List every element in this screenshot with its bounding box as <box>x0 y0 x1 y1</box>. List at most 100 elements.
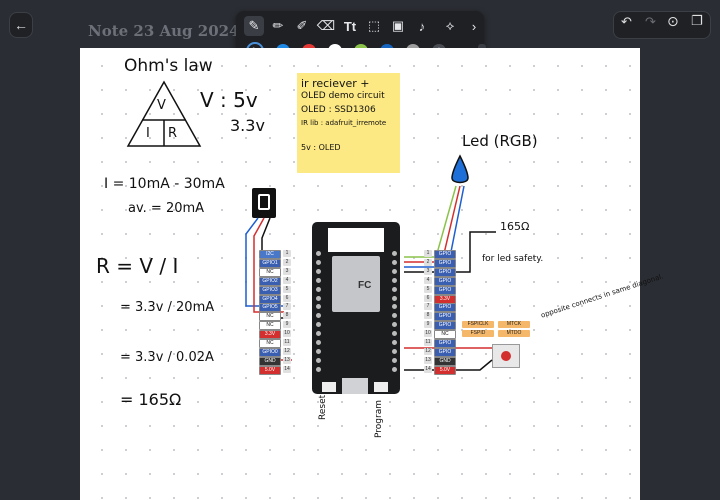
pin-label: GPIO4 <box>259 294 281 304</box>
sticky-note[interactable]: ir reciever + OLED demo circuit OLED : S… <box>297 73 400 173</box>
pen-icon[interactable]: ✎ <box>244 16 264 36</box>
spi-tag: MTCK <box>498 321 530 328</box>
pencil-icon[interactable]: ✏ <box>272 18 284 33</box>
reset-switch <box>322 382 336 392</box>
pin-header <box>316 304 321 310</box>
pages-icon[interactable]: ❐ <box>691 14 703 29</box>
pin-label: NC <box>259 339 281 348</box>
back-button[interactable]: ← <box>9 12 33 38</box>
antenna <box>328 228 384 252</box>
pin-label: GPIO3 <box>259 285 281 295</box>
program-label: Program <box>374 400 384 438</box>
voltage-line-2: 3.3v <box>230 116 265 135</box>
pin-header <box>316 357 321 363</box>
triangle-r: R <box>168 126 178 141</box>
sticky-line: IR lib : adafruit_irremote <box>301 119 387 127</box>
lasso-icon[interactable]: ⟡ <box>445 18 455 33</box>
esp32-board: FC <box>312 222 400 394</box>
pin-label: 5.0V <box>434 365 456 375</box>
pin-number: 14 <box>424 365 432 373</box>
chip-marking: FC <box>358 280 372 291</box>
pin-number: 9 <box>283 321 291 329</box>
resistance-result: = 165Ω <box>120 390 182 409</box>
pin-label: GPIO <box>434 339 456 348</box>
highlighter-icon[interactable]: ✐ <box>296 18 308 33</box>
usb-port <box>342 378 368 394</box>
pin-header <box>316 348 321 354</box>
pin-label: NC <box>259 267 281 277</box>
sticky-line: 5v : OLED <box>301 143 341 152</box>
pin-number: 13 <box>283 356 291 364</box>
pin-number: 2 <box>283 258 291 266</box>
mic-icon[interactable]: ♪ <box>418 18 426 34</box>
sticky-line: ir reciever + <box>301 77 370 90</box>
pin-label: GPIO <box>434 267 456 277</box>
resistance-formula: R = V / I <box>96 254 179 278</box>
resistance-step-1: = 3.3v / 20mA <box>120 300 215 315</box>
pin-header <box>392 331 397 337</box>
pin-label: 3.3V <box>434 294 456 304</box>
pin-label: GPIO0 <box>259 347 281 357</box>
select-icon[interactable]: ⬚ <box>367 18 381 33</box>
pin-header <box>316 251 321 256</box>
current-line-2: av. = 20mA <box>128 201 205 216</box>
image-icon[interactable]: ▣ <box>391 18 405 33</box>
pin-header <box>316 322 321 328</box>
pin-header <box>392 357 397 363</box>
pin-number: 10 <box>424 330 432 338</box>
pin-header <box>392 313 397 319</box>
pin-header <box>316 277 321 283</box>
led-label: Led (RGB) <box>462 132 538 150</box>
arrow-left-icon: ← <box>14 17 28 33</box>
pin-label: GPIO1 <box>259 258 281 268</box>
text-icon[interactable]: Tt <box>343 18 357 34</box>
pin-header <box>316 259 321 265</box>
spi-tag: FSPICLK <box>462 321 494 328</box>
pin-header <box>392 366 397 372</box>
resistor-label: 165Ω <box>500 220 530 233</box>
pin-label: NC <box>259 312 281 322</box>
pin-number: 4 <box>424 276 432 284</box>
eraser-icon[interactable]: ⌫ <box>316 18 336 33</box>
pin-label: GPIO <box>434 285 456 295</box>
chevron-right-icon[interactable]: › <box>471 18 477 34</box>
pin-number: 6 <box>283 294 291 302</box>
pin-header <box>392 251 397 256</box>
more-icon[interactable]: ⊙ <box>667 14 679 30</box>
pin-label: GPIO2 <box>259 276 281 286</box>
pin-number: 9 <box>424 321 432 329</box>
redo-icon[interactable]: ↷ <box>645 15 656 30</box>
pin-number: 7 <box>424 303 432 311</box>
ohms-law-title: Ohm's law <box>124 56 213 76</box>
pin-label: GPIO <box>434 258 456 268</box>
pin-label: 5.0V <box>259 365 281 375</box>
pin-number: 3 <box>424 267 432 275</box>
pin-label: GPIO <box>434 321 456 331</box>
led-icon <box>451 154 469 184</box>
pin-header <box>392 268 397 274</box>
pin-number: 1 <box>424 250 432 257</box>
undo-icon[interactable]: ↶ <box>621 15 632 30</box>
pin-number: 3 <box>283 267 291 275</box>
pin-label: GPIO <box>434 312 456 322</box>
pin-number: 4 <box>283 276 291 284</box>
pin-label: GPIO <box>434 276 456 286</box>
history-group <box>613 11 711 39</box>
pin-header <box>316 295 321 301</box>
pin-header <box>392 259 397 265</box>
push-button-component <box>492 344 520 368</box>
pin-header <box>392 295 397 301</box>
pin-number: 11 <box>424 339 432 346</box>
pin-header <box>392 322 397 328</box>
pin-number: 6 <box>424 294 432 302</box>
led-safety-note: for led safety. <box>482 254 544 264</box>
pin-header <box>316 340 321 345</box>
reset-label: Reset <box>318 394 328 420</box>
pin-number: 5 <box>424 285 432 293</box>
pin-number: 13 <box>424 356 432 364</box>
pin-label: NC <box>259 321 281 331</box>
chip-module: FC <box>332 256 380 312</box>
voltage-line-1: V : 5v <box>200 88 258 112</box>
spi-tag: FSPID <box>462 330 494 337</box>
note-title[interactable]: Note 23 Aug 2024 <box>88 22 240 40</box>
